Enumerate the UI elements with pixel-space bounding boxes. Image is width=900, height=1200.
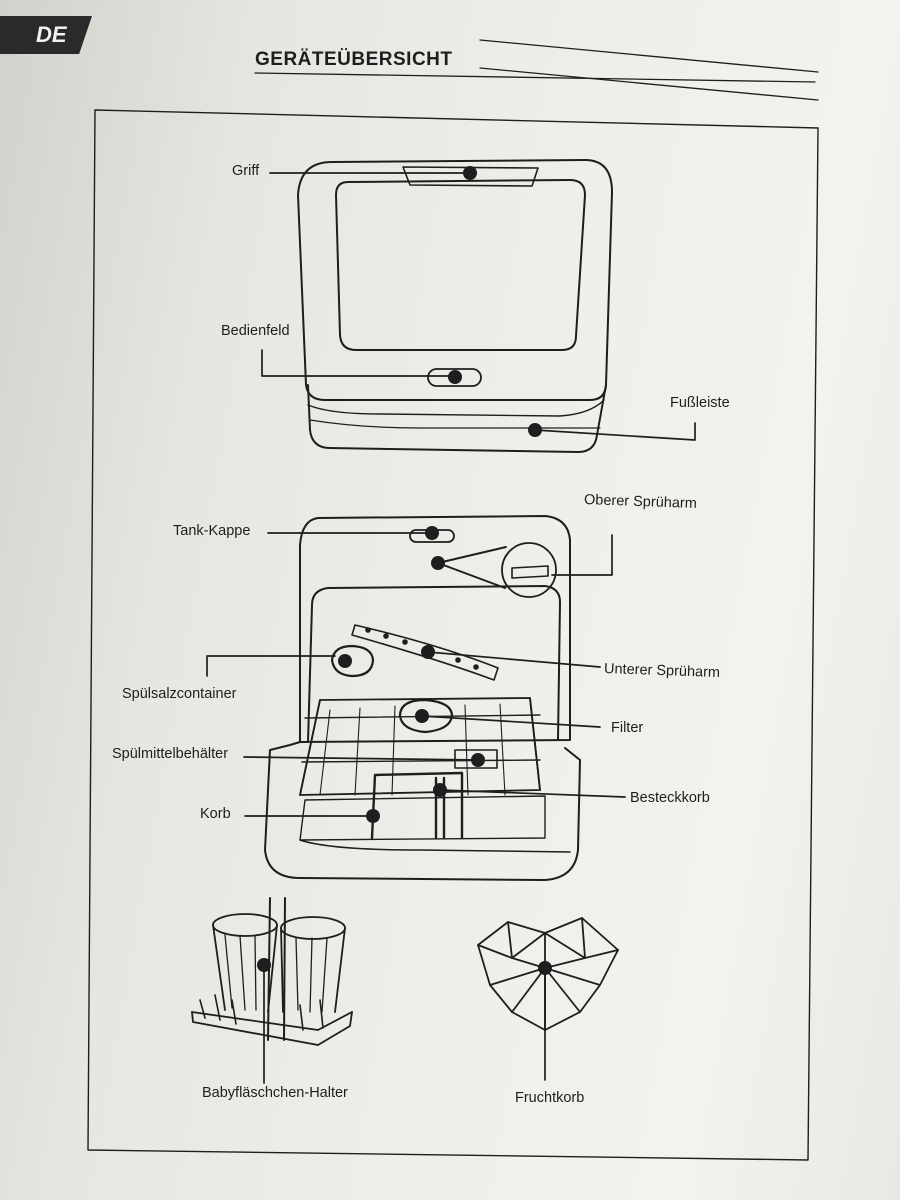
label-korb: Korb <box>200 806 231 822</box>
leader-fussleiste <box>535 423 695 440</box>
label-fussleiste: Fußleiste <box>670 395 730 411</box>
leader-lines <box>207 173 695 1083</box>
label-griff: Griff <box>232 163 259 179</box>
label-spulsalzcontainer: Spülsalzcontainer <box>122 686 236 702</box>
label-tank-kappe: Tank-Kappe <box>173 523 250 539</box>
leader-spulmittel <box>244 757 478 760</box>
label-babyflaschchen-halter: Babyfläschchen-Halter <box>202 1085 348 1101</box>
label-fruchtkorb: Fruchtkorb <box>515 1090 584 1106</box>
baby-bottle-holder-illustration <box>192 898 352 1045</box>
leader-spulsalz <box>207 656 335 676</box>
label-filter: Filter <box>611 720 643 736</box>
leader-bedienfeld <box>262 350 455 376</box>
dishwasher-closed-illustration <box>298 160 612 452</box>
header-rules <box>255 40 818 100</box>
label-bedienfeld: Bedienfeld <box>221 323 290 339</box>
leader-filter <box>422 716 600 727</box>
leader-oberer-spruharm <box>552 535 612 575</box>
label-besteckkorb: Besteckkorb <box>630 790 710 806</box>
content-frame <box>88 110 818 1160</box>
label-spulmittelbehalter: Spülmittelbehälter <box>112 746 228 762</box>
leader-unterer-spruharm <box>428 652 600 667</box>
dishwasher-open-illustration <box>265 516 580 880</box>
